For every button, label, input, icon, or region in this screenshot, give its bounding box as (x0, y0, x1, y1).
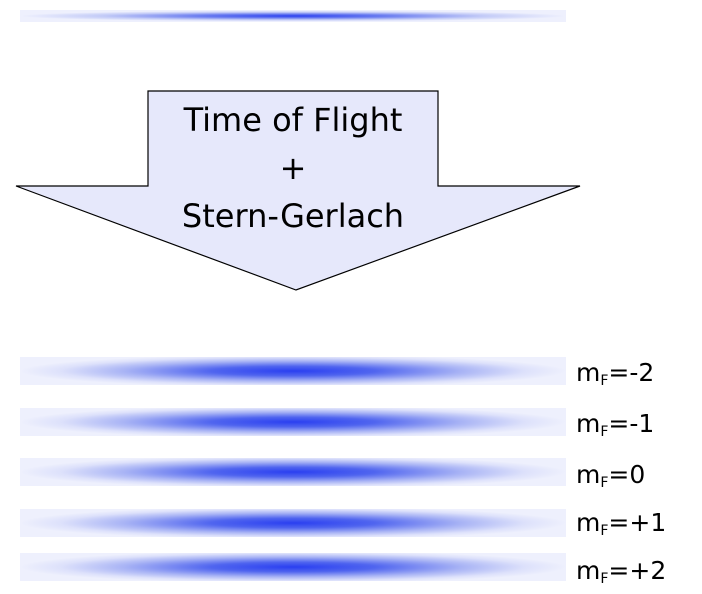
arrow-label-stern-gerlach: Stern-Gerlach (148, 196, 438, 236)
spin-state-label: mF=-1 (576, 409, 654, 447)
arrow-label-plus: + (148, 148, 438, 188)
spin-state-label: mF=-2 (576, 358, 654, 396)
spin-state-band (20, 408, 566, 436)
arrow-label-time-of-flight: Time of Flight (148, 100, 438, 140)
spin-state-band (20, 553, 566, 581)
spin-state-label: mF=+2 (576, 556, 666, 594)
spin-state-label: mF=+1 (576, 508, 666, 546)
spin-state-band (20, 509, 566, 537)
spin-state-label: mF=0 (576, 460, 645, 498)
spin-state-band (20, 357, 566, 385)
spin-state-band (20, 458, 566, 486)
